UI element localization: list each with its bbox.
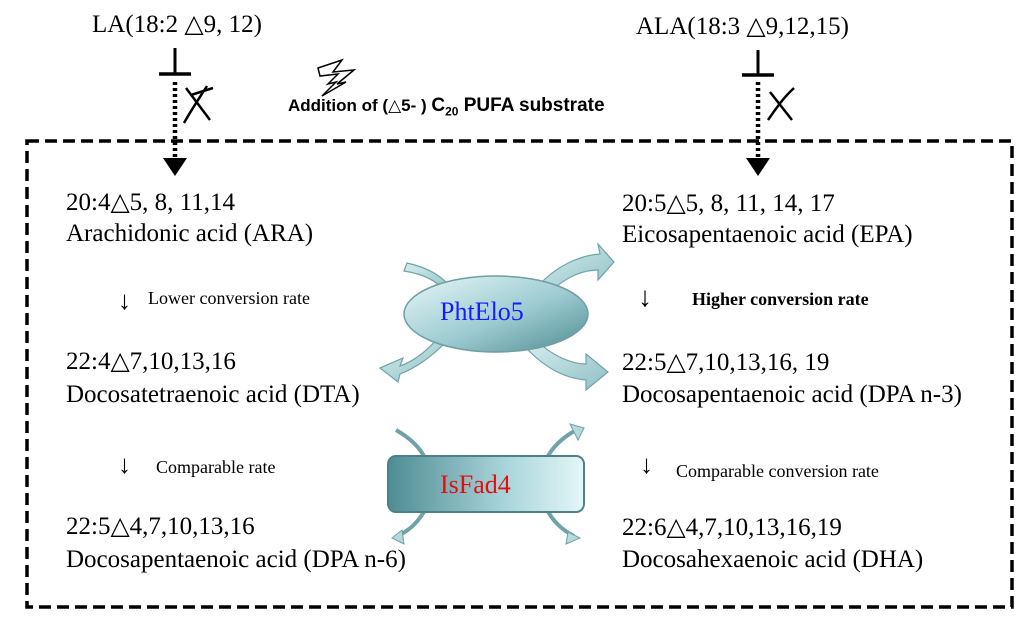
ara-formula: 20:4△5, 8, 11,14 xyxy=(66,189,235,216)
dha-name: Docosahexaenoic acid (DHA) xyxy=(622,546,924,573)
addition-c: C xyxy=(431,95,446,116)
dta-name: Docosatetraenoic acid (DTA) xyxy=(66,381,360,408)
la-label: LA(18:2 △9, 12) xyxy=(92,11,262,38)
left-step2-text: Comparable rate xyxy=(156,457,276,477)
dpa3-name: Docosapentaenoic acid (DPA n-3) xyxy=(622,381,962,408)
desaturase-arrow-heads xyxy=(391,423,585,545)
la-blocked-x-icon xyxy=(182,85,214,124)
addition-prefix: Addition of (△5- ) xyxy=(288,96,427,115)
right-step1-text: Higher conversion rate xyxy=(692,289,869,309)
dha-formula: 22:6△4,7,10,13,16,19 xyxy=(622,514,842,541)
dta-formula: 22:4△7,10,13,16 xyxy=(66,348,236,375)
addition-note: Addition of (△5- ) C20 PUFA substrate xyxy=(288,96,605,117)
elongase-ellipse xyxy=(403,275,589,353)
dpa6-formula: 22:5△4,7,10,13,16 xyxy=(66,513,255,540)
la-inhibition-icon xyxy=(159,48,191,76)
ala-inhibition-icon xyxy=(742,50,774,77)
left-step1-text: Lower conversion rate xyxy=(148,288,310,308)
left-step1-arrow: ↓ xyxy=(118,286,131,315)
epa-name: Eicosapentaenoic acid (EPA) xyxy=(622,221,913,248)
right-step1-arrow: ↓ xyxy=(638,282,652,313)
right-step2-text: Comparable conversion rate xyxy=(676,461,879,481)
lightning-icon xyxy=(317,58,357,97)
ara-name: Arachidonic acid (ARA) xyxy=(66,220,314,247)
ala-dotted-arrow xyxy=(746,82,770,176)
addition-suffix: PUFA substrate xyxy=(458,95,605,116)
ala-label: ALA(18:3 △9,12,15) xyxy=(636,13,849,40)
la-dotted-arrow xyxy=(163,82,187,176)
dpa3-formula: 22:5△7,10,13,16, 19 xyxy=(622,349,830,376)
elongase-label: PhtElo5 xyxy=(440,297,524,326)
epa-formula: 20:5△5, 8, 11, 14, 17 xyxy=(622,190,835,217)
addition-sub: 20 xyxy=(445,104,459,119)
elongase-cycle-arrows xyxy=(378,241,615,392)
right-step2-arrow: ↓ xyxy=(640,450,653,479)
desaturase-label: IsFad4 xyxy=(440,470,511,499)
desaturase-box xyxy=(387,455,585,513)
dpa6-name: Docosapentaenoic acid (DPA n-6) xyxy=(66,546,406,573)
ala-blocked-x-icon xyxy=(766,87,795,121)
reaction-box xyxy=(25,139,1014,609)
left-step2-arrow: ↓ xyxy=(118,450,131,479)
